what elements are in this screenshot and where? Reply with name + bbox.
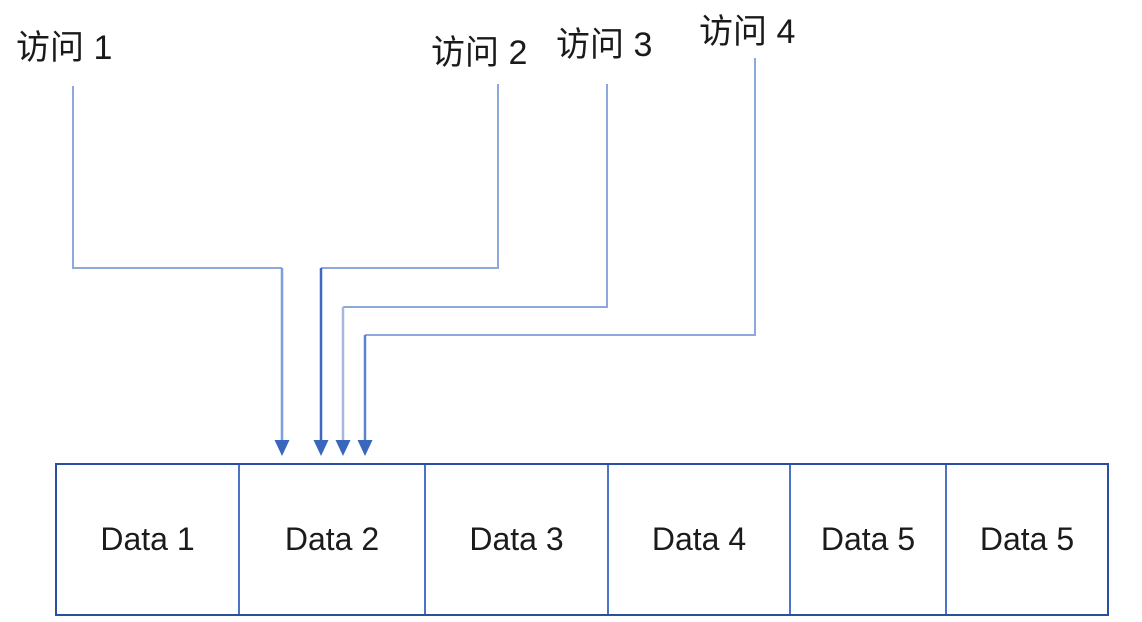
- access-label-3: 访问 3: [556, 26, 653, 64]
- memory-cell-data-4: Data 4: [609, 465, 791, 614]
- memory-cell-data-5a: Data 5: [791, 465, 947, 614]
- access-label-1: 访问 1: [16, 29, 113, 67]
- connector-2-elbow: [321, 84, 499, 269]
- connector-2-arrowhead-icon: [313, 440, 329, 456]
- connector-3-arrowhead-icon: [335, 440, 351, 456]
- connector-1-arrowhead-icon: [274, 440, 290, 456]
- connector-4-arrowhead-icon: [357, 440, 373, 456]
- memory-array-box: Data 1 Data 2 Data 3 Data 4 Data 5 Data …: [55, 463, 1109, 616]
- memory-cell-data-3: Data 3: [426, 465, 609, 614]
- memory-cell-data-5b: Data 5: [979, 521, 1075, 557]
- connector-3-elbow: [343, 84, 608, 308]
- memory-cell-data-1: Data 1: [57, 465, 240, 614]
- connector-1-elbow: [72, 86, 282, 269]
- access-label-2: 访问 2: [431, 34, 528, 72]
- memory-cell-data-2: Data 2: [240, 465, 426, 614]
- access-label-4: 访问 4: [699, 13, 796, 51]
- connector-4-elbow: [365, 58, 756, 336]
